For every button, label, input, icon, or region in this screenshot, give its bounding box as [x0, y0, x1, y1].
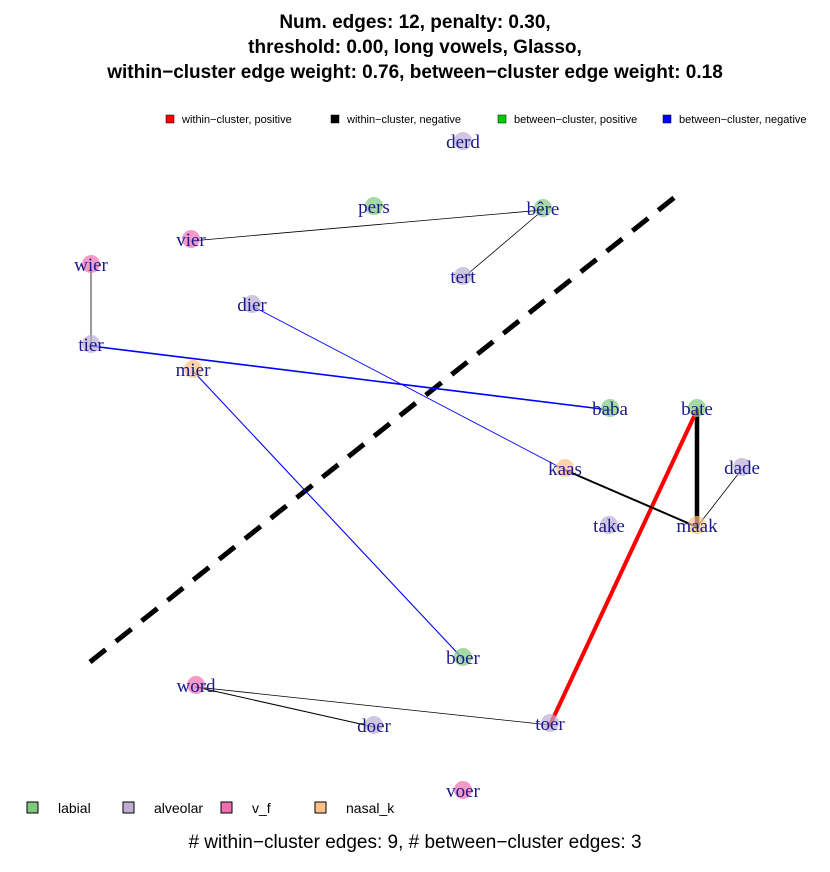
edge-legend-swatch	[330, 114, 340, 124]
node-label-bate: bate	[681, 399, 713, 420]
node-marker-bere	[534, 199, 552, 217]
node-label-word: word	[176, 676, 216, 697]
node-marker-tert	[454, 267, 472, 285]
node-label-vier: vier	[176, 230, 206, 251]
edge-legend-swatch	[497, 114, 507, 124]
node-label-boer: boer	[446, 648, 480, 669]
node-label-kaas: kaas	[548, 459, 582, 480]
node-legend-swatch	[26, 801, 39, 814]
node-marker-vier	[182, 230, 200, 248]
edge-word-doer	[195, 686, 375, 728]
node-label-doer: doer	[357, 716, 391, 737]
node-label-tier: tier	[78, 335, 104, 356]
node-marker-tier	[82, 335, 100, 353]
edge-word-toer	[195, 686, 551, 726]
node-legend-swatch	[220, 801, 233, 814]
node-legend: labial alveolar v_f nasal_k	[26, 800, 395, 816]
chart-title: Num. edges: 12, penalty: 0.30, threshold…	[0, 10, 830, 85]
node-legend-label: alveolar	[154, 800, 203, 816]
cluster-divider-line	[88, 191, 682, 664]
node-legend-label: nasal_k	[346, 800, 395, 816]
title-line-3: within−cluster edge weight: 0.76, betwee…	[107, 62, 723, 83]
edge-count-footer: # within−cluster edges: 9, # between−clu…	[188, 832, 642, 853]
edge-vier-bere	[190, 209, 544, 242]
edges	[90, 209, 743, 728]
node-label-wier: wier	[74, 255, 108, 276]
node-marker-pers	[365, 197, 383, 215]
edge-tier-baba	[90, 345, 611, 411]
node-marker-dade	[733, 458, 751, 476]
node-label-dier: dier	[237, 295, 267, 316]
node-label-toer: toer	[535, 714, 565, 735]
node-marker-dier	[243, 295, 261, 313]
node-marker-maak	[688, 516, 706, 534]
edge-dade-maak	[696, 468, 743, 528]
edge-legend-label: between−cluster, negative	[679, 114, 807, 126]
edge-dier-kaas	[251, 305, 566, 471]
node-marker-kaas	[556, 459, 574, 477]
node-legend-swatch	[314, 801, 327, 814]
node-marker-baba	[601, 399, 619, 417]
edge-kaas-maak	[564, 469, 698, 528]
edge-legend-label: within−cluster, positive	[181, 114, 292, 126]
edge-mier-boer	[192, 370, 464, 660]
node-marker-bate	[688, 399, 706, 417]
node-label-voer: voer	[446, 781, 480, 802]
node-label-tert: tert	[450, 267, 476, 288]
node-label-pers: pers	[358, 197, 390, 218]
node-marker-doer	[365, 716, 383, 734]
node-label-take: take	[593, 516, 625, 537]
title-line-1: Num. edges: 12, penalty: 0.30,	[279, 12, 551, 33]
node-marker-take	[600, 516, 618, 534]
node-marker-derd	[454, 132, 472, 150]
node-marker-boer	[454, 648, 472, 666]
node-marker-word	[187, 676, 205, 694]
node-legend-label: v_f	[252, 800, 271, 816]
node-legend-label: labial	[58, 800, 91, 816]
edge-legend-swatch	[662, 114, 672, 124]
node-label-derd: derd	[446, 132, 480, 153]
nodes: derd pers bêre vier wier tert dier tier mier baba…	[74, 132, 760, 802]
node-label-maak: maak	[676, 516, 718, 537]
node-label-baba: baba	[592, 399, 628, 420]
edge-legend: within−cluster, positive within−cluster, …	[165, 114, 807, 126]
edge-tert-bere	[462, 209, 544, 279]
node-legend-swatch	[122, 801, 135, 814]
node-marker-toer	[541, 714, 559, 732]
edge-legend-label: between−cluster, positive	[514, 114, 637, 126]
node-label-mier: mier	[176, 360, 211, 381]
node-marker-mier	[184, 360, 202, 378]
edge-legend-label: within−cluster, negative	[346, 114, 461, 126]
edge-legend-swatch	[165, 114, 175, 124]
title-line-2: threshold: 0.00, long vowels, Glasso,	[248, 37, 582, 58]
node-marker-voer	[454, 781, 472, 799]
node-label-dade: dade	[724, 458, 760, 479]
node-label-bere: bêre	[527, 199, 560, 220]
edge-bate-toer	[547, 407, 700, 728]
node-marker-wier	[82, 255, 100, 273]
